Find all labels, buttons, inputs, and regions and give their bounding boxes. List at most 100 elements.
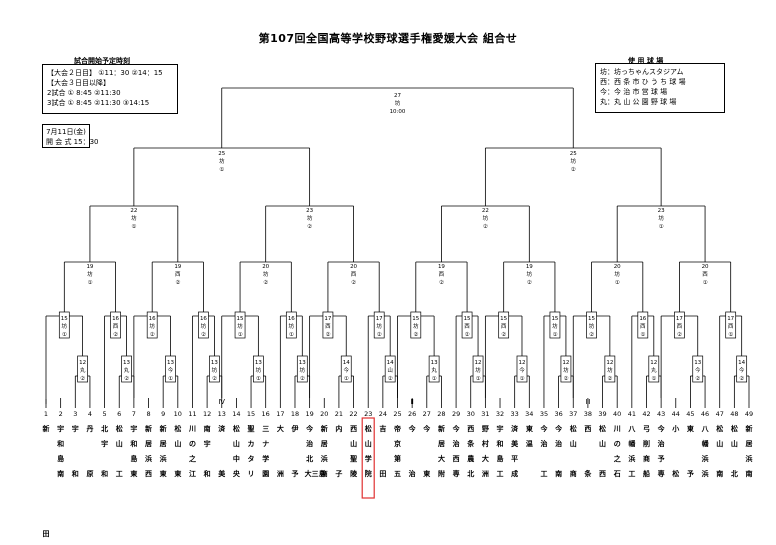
round1-match-label: ② (300, 375, 305, 382)
round3-match-label: 20 (702, 264, 709, 270)
page-title: 第107回全国高等学校野球選手権愛媛大会 組合せ (258, 32, 518, 45)
team-name: 八 幡 浜 工 (628, 425, 636, 478)
round3-match-label: ② (527, 279, 532, 286)
round2-match-label: 15 (61, 316, 68, 322)
venue-line: 西：西 条 市 ひ う ち 球 場 (600, 78, 686, 86)
round2-match-label: 西 (640, 323, 646, 330)
round2-match-label: 16 (639, 316, 646, 322)
round2-match-label: 15 (588, 316, 595, 322)
team-number: 22 (349, 410, 358, 418)
schedule-line: 【大会３日目以降】 (47, 79, 110, 87)
team-name: 東 温 (525, 425, 533, 448)
round1-match-label: 丸 (80, 366, 86, 374)
team-number: 32 (495, 410, 505, 418)
group-marker: Ⅰ (45, 398, 47, 406)
team-number: 41 (627, 410, 636, 418)
team-number: 8 (146, 410, 151, 418)
round3-match-label: 19 (526, 264, 533, 270)
final-label: 坊 (395, 99, 401, 107)
team-number: 33 (510, 410, 519, 418)
team-name: 松 山 中 央 (232, 425, 240, 478)
team-name: 松 山 学 院 (364, 425, 372, 478)
round1-match-label: ② (212, 375, 217, 382)
round2-match-label: 17 (376, 316, 383, 322)
round1-match-label: 13 (167, 360, 174, 366)
round2-match-label: 坊 (62, 322, 68, 330)
venue-line: 坊：坊っちゃんスタジアム (600, 68, 684, 76)
round1-match-label: 13 (255, 360, 262, 366)
round3-match-label: 西 (351, 271, 357, 278)
round2-match-label: 17 (676, 316, 683, 322)
team-name: 新 居 浜 西 (145, 425, 153, 478)
team-name: 川 の 之 石 (613, 425, 621, 478)
round1-match-label: ② (388, 375, 393, 382)
team-name: 大 洲 (276, 425, 284, 478)
round2-match-label: ① (238, 332, 243, 338)
team-number: 37 (569, 410, 578, 418)
round1-match-label: 丸 (124, 366, 130, 374)
round3-match-label: 坊 (527, 270, 533, 278)
team-name: 新 居 大 附 (437, 425, 445, 478)
team-number: 23 (364, 410, 373, 418)
round2-match-label: 西 (325, 323, 331, 330)
team-number: 47 (715, 410, 724, 418)
final-label: 27 (394, 93, 401, 99)
team-name: 今 治 南 (555, 425, 563, 478)
round1-match-label: 12 (79, 360, 86, 366)
group-marker: Ⅲ (585, 398, 590, 406)
team-number: 31 (481, 410, 490, 418)
team-number: 49 (744, 410, 754, 418)
round1-match-label: ② (563, 375, 568, 382)
round3-match-label: 20 (262, 264, 269, 270)
round1-match-label: 13 (694, 360, 701, 366)
round2-match-label: ② (501, 331, 506, 338)
round1-match-label: 坊 (475, 366, 481, 374)
round1-match-label: ① (168, 376, 173, 382)
round2-match-label: ② (677, 331, 682, 338)
round2-match-label: 坊 (289, 322, 295, 330)
team-name: 川 の 之 江 (188, 425, 196, 478)
round1-match-label: 13 (123, 360, 130, 366)
team-number: 30 (466, 410, 475, 418)
round2-match-label: 坊 (589, 322, 595, 330)
team-name: 帝 京 第 五 (394, 425, 401, 478)
team-name: 済 美 平 成 (511, 425, 519, 478)
round1-match-label: 今 (168, 366, 174, 374)
round2-match-label: ① (552, 332, 557, 338)
round2-match-label: 16 (149, 316, 156, 322)
round3-match-label: ② (263, 279, 268, 286)
round1-match-label: 14 (343, 360, 350, 366)
venue-heading: 使 用 球 場 (628, 57, 664, 65)
team-number: 29 (451, 410, 461, 418)
round1-match-label: 今 (343, 366, 349, 374)
team-number: 19 (305, 410, 314, 418)
round2-match-label: 16 (288, 316, 295, 322)
round3-match-label: 20 (614, 264, 621, 270)
team-number: 17 (276, 410, 285, 418)
quarterfinal-label: 22 (482, 208, 489, 214)
team-name: 宇 和 島 工 (496, 425, 504, 478)
team-number: 15 (246, 410, 256, 418)
highlight-box (361, 417, 375, 499)
team-number: 48 (730, 410, 739, 418)
round2-match-label: 坊 (149, 322, 155, 330)
team-number: 20 (320, 410, 329, 418)
round3-match-label: ① (615, 280, 620, 286)
round2-match-label: 15 (551, 316, 558, 322)
team-number: 3 (73, 410, 78, 418)
team-number: 6 (117, 410, 122, 418)
semifinal-label: ② (571, 166, 576, 173)
round3-match-label: 坊 (263, 270, 269, 278)
team-number: 12 (202, 410, 212, 418)
round1-match-label: 14 (738, 360, 745, 366)
round3-match-label: 19 (86, 264, 93, 270)
round1-match-label: 14 (387, 360, 394, 366)
quarterfinal-label: 22 (130, 208, 137, 214)
quarterfinal-label: 坊 (658, 214, 664, 222)
round3-match-label: 20 (350, 264, 357, 270)
team-number: 39 (598, 410, 607, 418)
round1-match-label: 坊 (212, 366, 218, 374)
round1-match-label: 12 (650, 360, 657, 366)
round2-match-label: 15 (412, 316, 419, 322)
round3-match-label: ② (175, 279, 180, 286)
